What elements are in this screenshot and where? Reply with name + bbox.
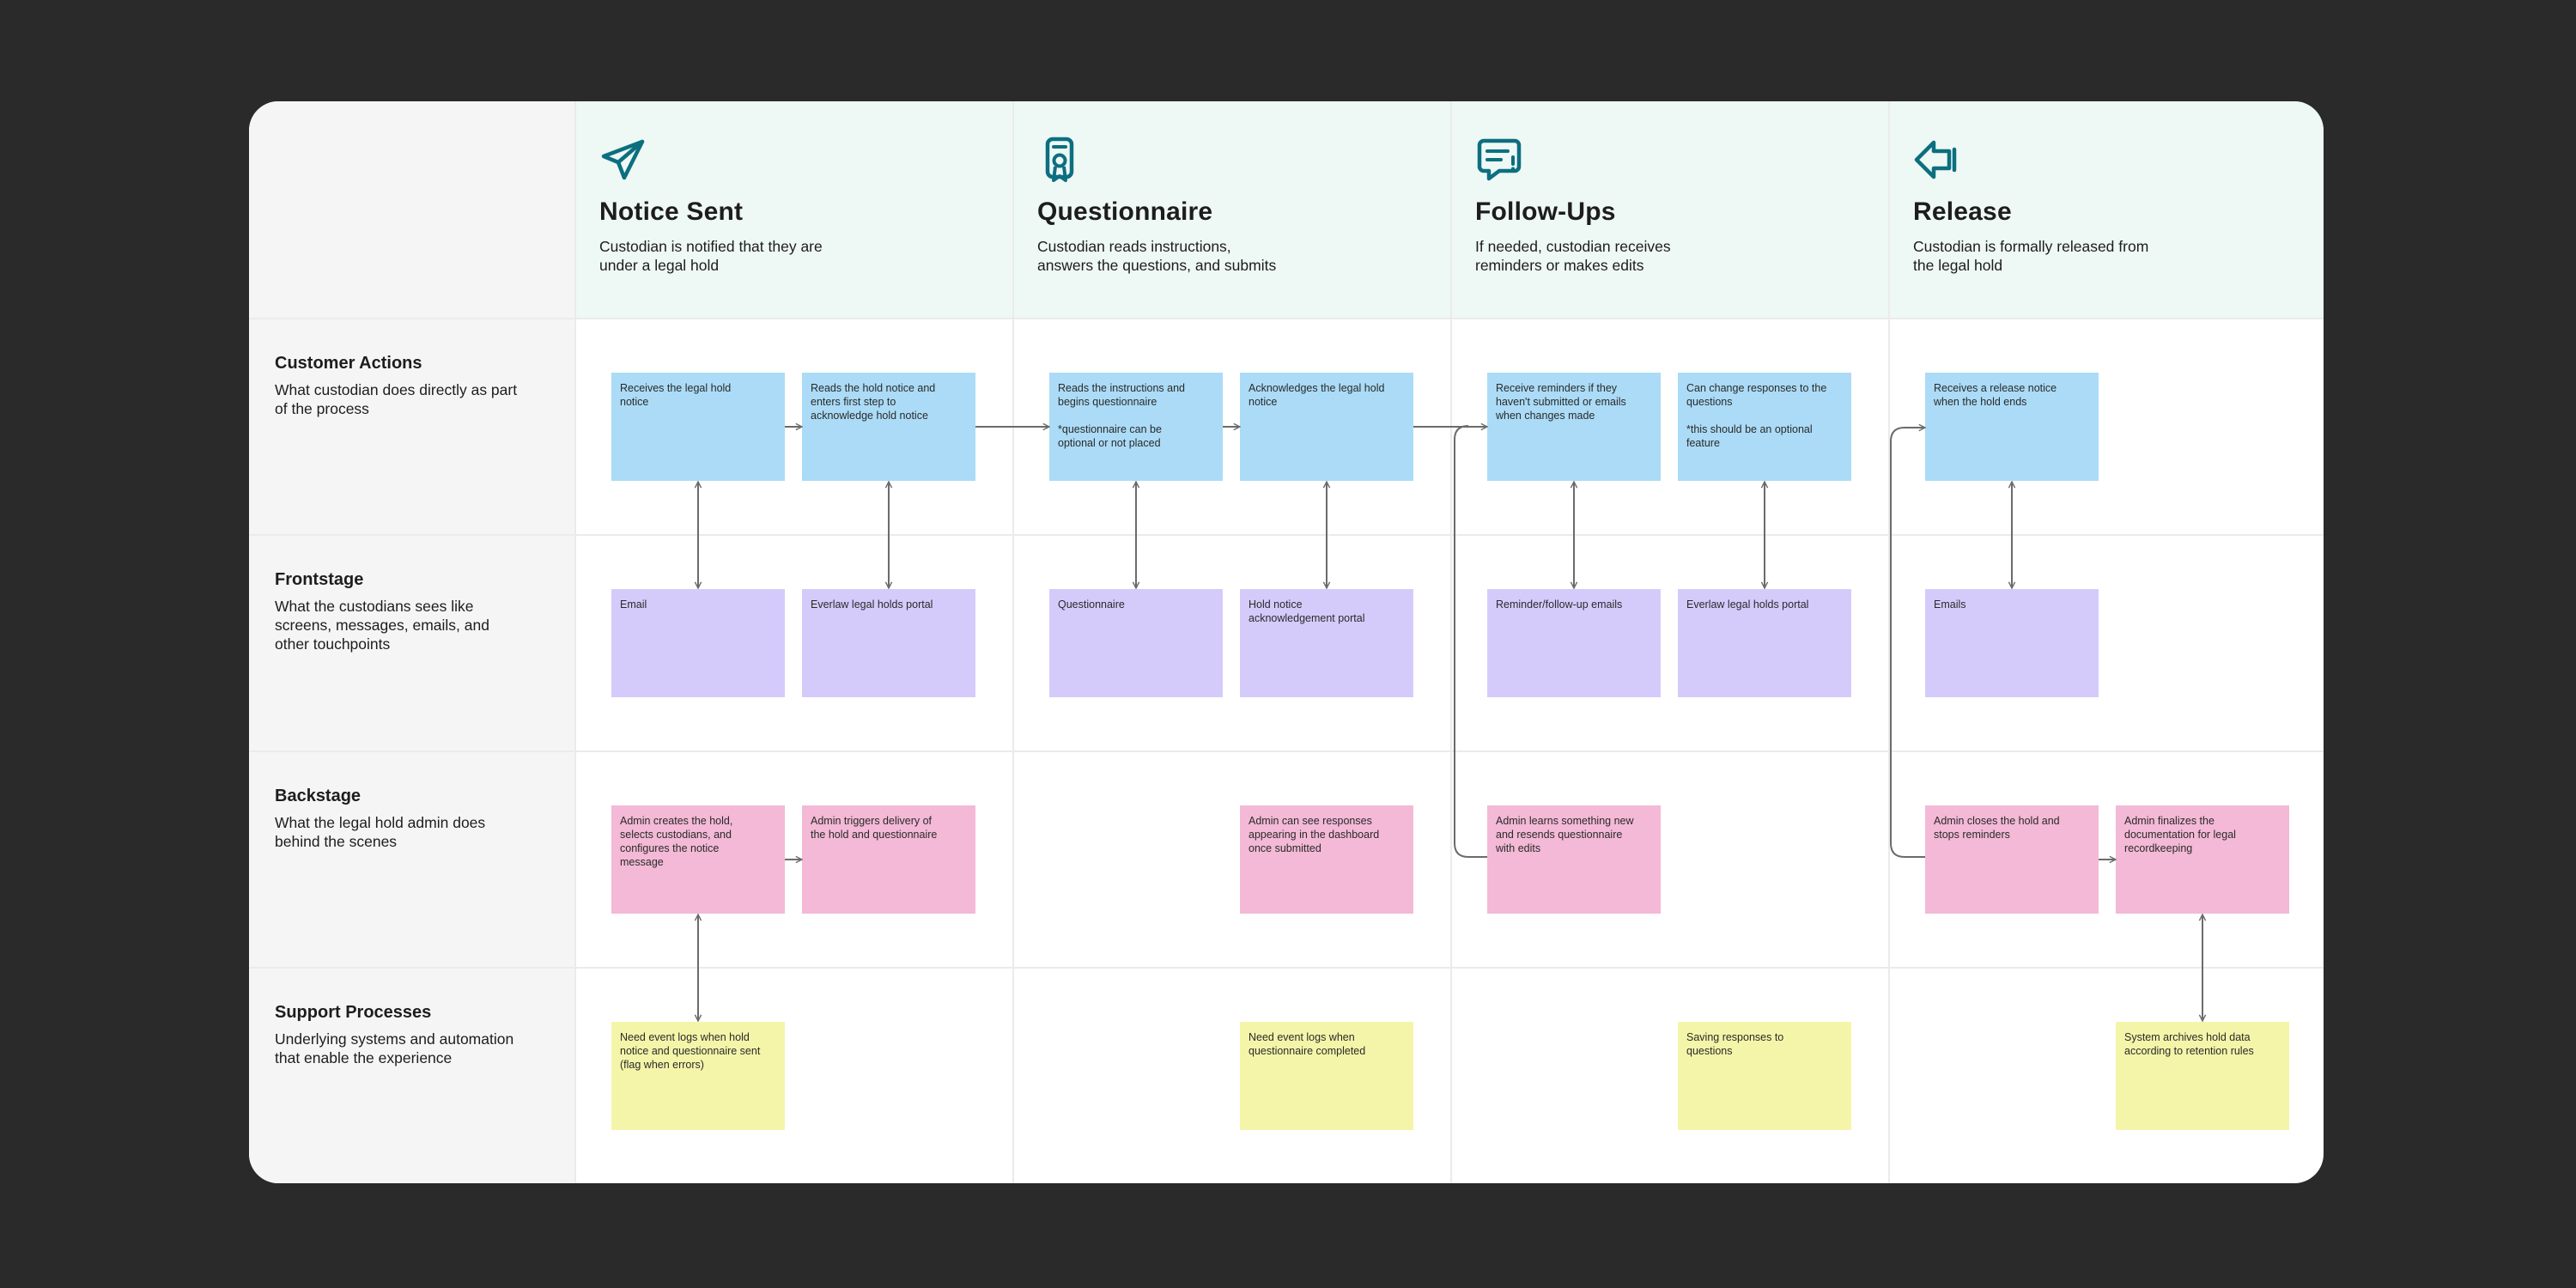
stage-description: Custodian reads instructions, answers th… — [1037, 238, 1277, 274]
stage-notice-sent: Notice Sent Custodian is notified that t… — [575, 101, 1013, 318]
chat-alert-icon — [1477, 138, 1522, 181]
stage-description: Custodian is formally released from the … — [1913, 238, 2149, 274]
stage-questionnaire: Questionnaire Custodian reads instructio… — [1013, 101, 1451, 318]
stage-title: Questionnaire — [1037, 197, 1213, 226]
sticky-note[interactable]: Can change responses to the questions *t… — [1678, 373, 1851, 481]
column-divider — [1012, 101, 1014, 1183]
lane-title: Support Processes — [275, 1003, 432, 1022]
sticky-note[interactable]: Receive reminders if they haven't submit… — [1487, 373, 1661, 481]
sticky-note[interactable]: Need event logs when hold notice and que… — [611, 1022, 785, 1130]
row-divider — [249, 750, 2324, 752]
lane-title: Backstage — [275, 787, 361, 805]
sticky-note[interactable]: Receives the legal hold notice — [611, 373, 785, 481]
sticky-note[interactable]: Everlaw legal holds portal — [802, 589, 975, 697]
lane-description: What the legal hold admin does behind th… — [275, 814, 486, 850]
sticky-note[interactable]: System archives hold data according to r… — [2116, 1022, 2289, 1130]
elbow-arrow — [1890, 428, 1925, 858]
service-blueprint-board: Notice Sent Custodian is notified that t… — [249, 101, 2324, 1183]
sticky-note[interactable]: Admin finalizes the documentation for le… — [2116, 805, 2289, 914]
lane-description: What the custodians sees like screens, m… — [275, 598, 489, 653]
stage-release: Release Custodian is formally released f… — [1889, 101, 2324, 318]
sticky-note[interactable]: Reads the hold notice and enters first s… — [802, 373, 975, 481]
sticky-note[interactable]: Receives a release notice when the hold … — [1925, 373, 2099, 481]
sticky-note[interactable]: Acknowledges the legal hold notice — [1240, 373, 1413, 481]
row-divider — [249, 967, 2324, 969]
connector-layer — [249, 101, 2324, 1183]
sticky-note[interactable]: Admin creates the hold, selects custodia… — [611, 805, 785, 914]
sticky-note[interactable]: Hold notice acknowledgement portal — [1240, 589, 1413, 697]
column-divider — [1888, 101, 1890, 1183]
lane-title: Customer Actions — [275, 354, 422, 373]
stage-description: If needed, custodian receives reminders … — [1475, 238, 1671, 274]
sticky-note[interactable]: Everlaw legal holds portal — [1678, 589, 1851, 697]
sticky-note[interactable]: Reminder/follow-up emails — [1487, 589, 1661, 697]
sticky-note[interactable]: Saving responses to questions — [1678, 1022, 1851, 1130]
stage-title: Notice Sent — [599, 197, 744, 226]
row-divider — [249, 534, 2324, 536]
certificate-badge-icon — [1045, 137, 1074, 182]
sticky-note[interactable]: Admin learns something new and resends q… — [1487, 805, 1661, 914]
sticky-note[interactable]: Email — [611, 589, 785, 697]
sticky-note[interactable]: Admin closes the hold and stops reminder… — [1925, 805, 2099, 914]
sticky-note[interactable]: Need event logs when questionnaire compl… — [1240, 1022, 1413, 1130]
paper-plane-icon — [601, 139, 645, 180]
stage-follow-ups: Follow-Ups If needed, custodian receives… — [1451, 101, 1889, 318]
stage-title: Follow-Ups — [1475, 197, 1616, 226]
lane-title: Frontstage — [275, 570, 364, 589]
sticky-note[interactable]: Questionnaire — [1049, 589, 1223, 697]
lane-frontstage: Frontstage What the custodians sees like… — [275, 570, 558, 653]
stage-header-band — [575, 101, 2324, 318]
lane-support-processes: Support Processes Underlying systems and… — [275, 1003, 558, 1067]
lane-label-column — [249, 101, 575, 1183]
lane-customer-actions: Customer Actions What custodian does dir… — [275, 354, 558, 418]
arrow-left-release-icon — [1914, 140, 1957, 179]
elbow-connector — [1454, 425, 1487, 858]
stage-title: Release — [1913, 197, 2012, 226]
lane-backstage: Backstage What the legal hold admin does… — [275, 787, 558, 851]
stage-description: Custodian is notified that they are unde… — [599, 238, 823, 274]
lane-description: Underlying systems and automation that e… — [275, 1030, 514, 1066]
sticky-note[interactable]: Emails — [1925, 589, 2099, 697]
lane-description: What custodian does directly as part of … — [275, 381, 518, 417]
sticky-note[interactable]: Reads the instructions and begins questi… — [1049, 373, 1223, 481]
column-divider — [574, 101, 576, 1183]
sticky-note[interactable]: Admin triggers delivery of the hold and … — [802, 805, 975, 914]
sticky-note[interactable]: Admin can see responses appearing in the… — [1240, 805, 1413, 914]
row-divider — [249, 318, 2324, 319]
column-divider — [1450, 101, 1452, 1183]
